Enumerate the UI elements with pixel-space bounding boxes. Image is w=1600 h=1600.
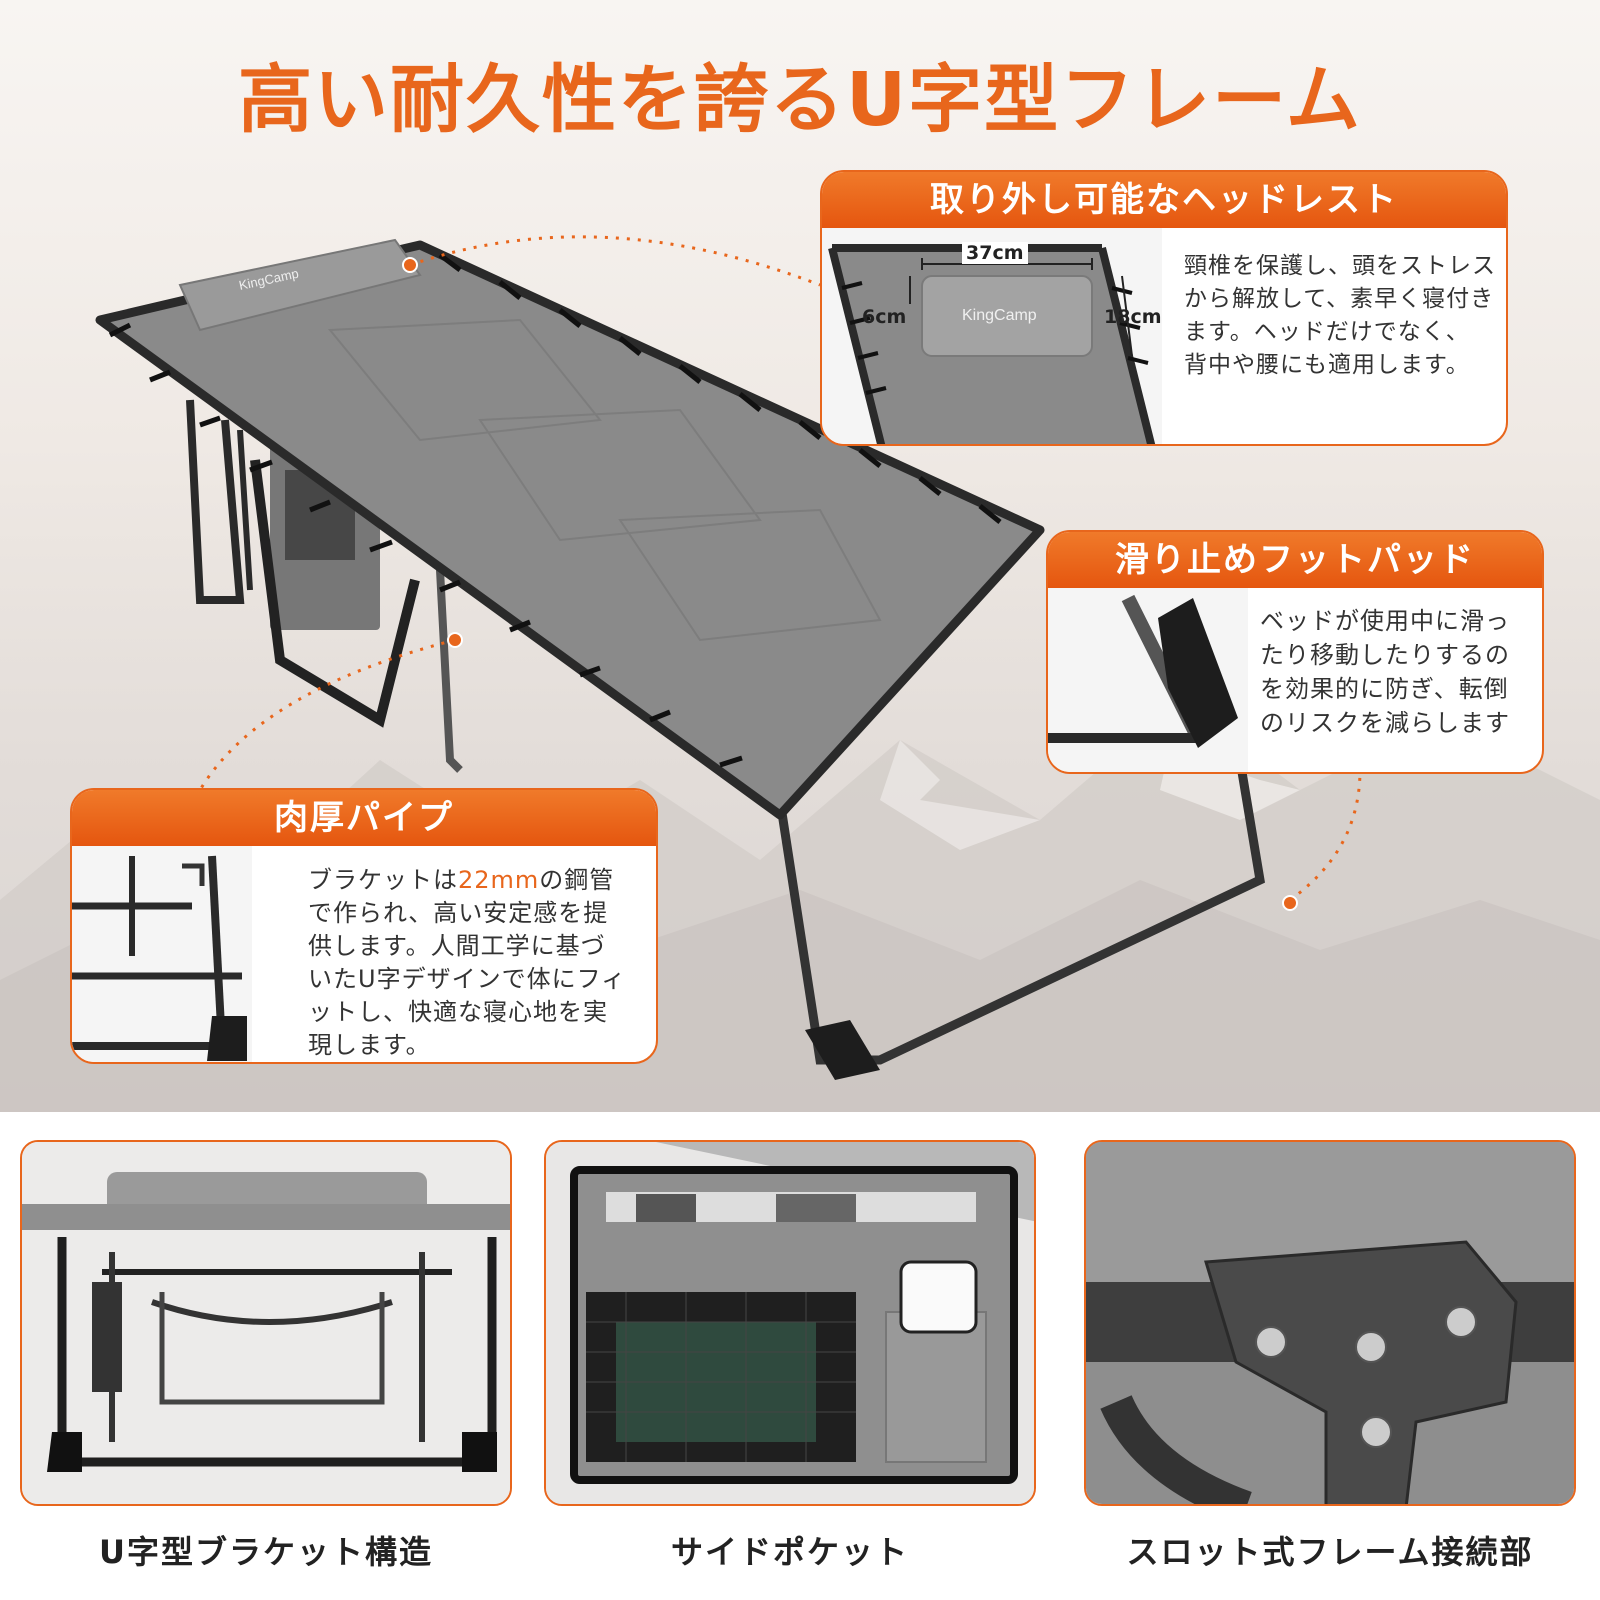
caption-u-bracket: U字型ブラケット構造 bbox=[99, 1533, 433, 1571]
panel-u-bracket bbox=[20, 1140, 512, 1506]
caption-side-pocket: サイドポケット bbox=[670, 1533, 909, 1571]
page-title: 高い耐久性を誇るU字型フレーム bbox=[238, 57, 1362, 143]
dim-width-label: 37cm bbox=[962, 242, 1028, 264]
dim-thickness-label: 6cm bbox=[862, 306, 907, 328]
caption-slot-joint: スロット式フレーム接続部 bbox=[1126, 1533, 1534, 1571]
slot-joint-image bbox=[1086, 1142, 1574, 1504]
headrest-description: 頸椎を保護し、頭をストレス から解放して、素早く寝付き ます。ヘッドだけでなく、… bbox=[1184, 253, 1496, 378]
side-pocket-image bbox=[546, 1142, 1034, 1504]
svg-text:KingCamp: KingCamp bbox=[962, 307, 1037, 324]
footpad-closeup bbox=[1048, 588, 1248, 772]
dim-height-label: 18cm bbox=[1104, 306, 1162, 328]
headrest-closeup: KingCamp bbox=[822, 228, 1162, 444]
headrest-callout-title: 取り外し可能なヘッドレスト bbox=[822, 172, 1506, 228]
pipe-description: ブラケットは22mmの鋼管 で作られ、高い安定感を提 供します。人間工学に基づ … bbox=[308, 866, 627, 1059]
footpad-description: ベッドが使用中に滑っ たり移動したりするの を効果的に防ぎ、転倒 のリスクを減ら… bbox=[1260, 607, 1510, 737]
headrest-callout: 取り外し可能なヘッドレスト KingCamp 37cm 6cm 18cm 頸椎を… bbox=[820, 170, 1508, 446]
pipe-callout-title: 肉厚パイプ bbox=[72, 790, 656, 846]
pipe-closeup bbox=[72, 846, 252, 1062]
footpad-callout-title: 滑り止めフットパッド bbox=[1048, 532, 1542, 588]
u-bracket-image bbox=[22, 1142, 510, 1504]
panel-side-pocket bbox=[544, 1140, 1036, 1506]
footpad-callout: 滑り止めフットパッド ベッドが使用中に滑っ たり移動したりするの を効果的に防ぎ… bbox=[1046, 530, 1544, 774]
panel-slot-joint bbox=[1084, 1140, 1576, 1506]
pipe-callout: 肉厚パイプ ブラケットは22mmの鋼管 で作られ、高い安定感を提 供します。人間… bbox=[70, 788, 658, 1064]
